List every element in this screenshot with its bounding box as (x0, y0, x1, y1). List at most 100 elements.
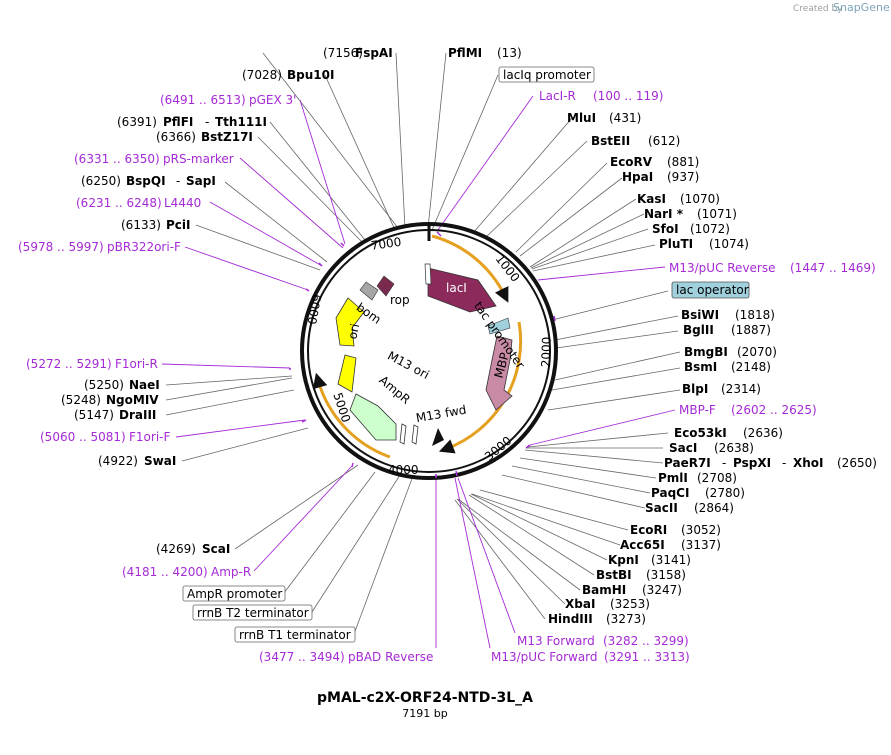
m13-ori-label: M13 ori (385, 348, 431, 382)
paqci-pos: (2780) (705, 486, 745, 500)
ampr-promoter-label: AmpR promoter (187, 587, 282, 601)
ngomiv-label[interactable]: NgoMIV (106, 393, 159, 407)
bsmi-label[interactable]: BsmI (684, 360, 717, 374)
hindiii-label[interactable]: HindIII (548, 612, 593, 626)
sacii-label[interactable]: SacII (645, 501, 678, 515)
pfimi-label[interactable]: PflMI (448, 46, 482, 60)
pbr322-label[interactable]: pBR322ori-F (107, 240, 181, 254)
pmli-label[interactable]: PmlI (658, 471, 688, 485)
ampr-label: AmpR (376, 373, 412, 407)
bpu10i-label[interactable]: Bpu10I (287, 68, 334, 82)
ecorv-label[interactable]: EcoRV (610, 155, 653, 169)
eco53ki-label[interactable]: Eco53kI (674, 426, 727, 440)
pbad-rev-label[interactable]: pBAD Reverse (348, 650, 433, 664)
bspqi-label[interactable]: BspQI (126, 174, 166, 188)
xhoi-label[interactable]: XhoI (793, 456, 824, 470)
tick-4000: 4000 (388, 463, 419, 477)
lac-operator-box[interactable] (671, 281, 750, 299)
ori-feature[interactable] (335, 297, 365, 347)
pgex3-label[interactable]: pGEX 3' (249, 93, 296, 107)
rrnb-t2-box[interactable] (192, 604, 313, 621)
kpni-label[interactable]: KpnI (608, 553, 639, 567)
bsteii-label[interactable]: BstEII (591, 134, 630, 148)
laciq-promoter-label: lacIq promoter (503, 68, 591, 82)
lac-operator-feature[interactable] (487, 317, 511, 335)
sacii-pos: (2864) (694, 501, 734, 515)
plasmid-length: 7191 bp (402, 707, 447, 720)
fspai-pos: (7156) (323, 46, 363, 60)
f1ori-f-label[interactable]: F1ori-F (129, 430, 170, 444)
draiii-label[interactable]: DraIII (119, 408, 156, 422)
tick-7000: 7000 (370, 235, 402, 253)
paqci-label[interactable]: PaqCI (651, 486, 689, 500)
l4440-label[interactable]: L4440 (164, 196, 201, 210)
m13puc-fwd-label[interactable]: M13/pUC Forward (491, 650, 598, 664)
amp-r-pos: (4181 .. 4200) (122, 565, 208, 579)
rrnb-t2-feature[interactable] (399, 423, 407, 445)
eco53ki-pos: (2636) (743, 426, 783, 440)
rop-feature[interactable] (376, 275, 395, 297)
snapgene-logo: SnapGene (833, 1, 890, 14)
rrnb-t1-feature[interactable] (411, 424, 419, 445)
m13-ori-feature[interactable] (337, 354, 357, 393)
paer7i-label[interactable]: PaeR7I (664, 456, 711, 470)
ampr-feature[interactable] (349, 393, 397, 441)
laci-feature[interactable] (427, 267, 497, 313)
fspai-label[interactable]: FspAI (355, 46, 393, 60)
bpu10i-pos: (7028) (242, 68, 282, 82)
ampr-promoter-box[interactable] (182, 585, 286, 602)
bmgbi-label[interactable]: BmgBI (684, 345, 728, 359)
amp-r-label[interactable]: Amp-R (211, 565, 251, 579)
scai-label[interactable]: ScaI (202, 542, 230, 556)
rrnb-t1-box[interactable] (234, 626, 356, 643)
ecori-label[interactable]: EcoRI (630, 523, 667, 537)
leader-lines (165, 52, 681, 635)
bsiwi-label[interactable]: BsiWI (681, 308, 719, 322)
acc65i-label[interactable]: Acc65I (620, 538, 665, 552)
pfimi-pos: (13) (497, 46, 522, 60)
blpi-label[interactable]: BlpI (682, 382, 708, 396)
laci-r-pos: (100 .. 119) (593, 89, 663, 103)
bom-label: bom (354, 300, 384, 327)
laci-r-label[interactable]: LacI-R (539, 89, 576, 103)
hpai-label[interactable]: HpaI (622, 170, 653, 184)
sfoi-label[interactable]: SfoI (652, 222, 679, 236)
laciq-promoter-feature[interactable] (424, 263, 432, 285)
prs-marker-label[interactable]: pRS-marker (163, 152, 234, 166)
pcii-label[interactable]: PciI (166, 218, 191, 232)
xbai-label[interactable]: XbaI (565, 597, 595, 611)
bstz17i-label[interactable]: BstZ17I (201, 130, 253, 144)
pflfi-label[interactable]: PflFI (163, 115, 193, 129)
rop-label: rop (390, 293, 410, 307)
pluti-label[interactable]: PluTI (659, 237, 693, 251)
pspxi-label[interactable]: PspXI (733, 456, 771, 470)
f1ori-f-pos: (5060 .. 5081) (40, 430, 126, 444)
saci-label[interactable]: SacI (669, 441, 697, 455)
f1ori-r-pos: (5272 .. 5291) (26, 357, 112, 371)
mbp-feature[interactable] (485, 335, 513, 411)
kasi-label[interactable]: KasI (637, 192, 666, 206)
m13-fwd-label: M13 fwd (415, 403, 468, 426)
bsiwi-pos: (1818) (735, 308, 775, 322)
bom-feature[interactable] (359, 281, 379, 301)
laciq-promoter-box[interactable] (498, 66, 595, 83)
ori-label: ori (345, 322, 362, 340)
naei-pos: (5250) (84, 378, 124, 392)
hindiii-pos: (3273) (606, 612, 646, 626)
nari-label[interactable]: NarI * (644, 207, 684, 221)
swai-label[interactable]: SwaI (144, 454, 176, 468)
pbad-rev-pos: (3477 .. 3494) (259, 650, 345, 664)
bglii-label[interactable]: BglII (683, 323, 714, 337)
paer7i-dash: - (722, 456, 726, 470)
tth111i-label[interactable]: Tth111I (215, 115, 267, 129)
f1ori-r-label[interactable]: F1ori-R (115, 357, 158, 371)
mbp-f-label[interactable]: MBP-F (679, 403, 716, 417)
m13puc-rev-label[interactable]: M13/pUC Reverse (669, 261, 776, 275)
m13-forward-label[interactable]: M13 Forward (517, 634, 595, 648)
naei-label[interactable]: NaeI (129, 378, 160, 392)
bamhi-label[interactable]: BamHI (582, 583, 626, 597)
bstbi-label[interactable]: BstBI (596, 568, 632, 582)
sapi-label[interactable]: SapI (186, 174, 216, 188)
mlui-label[interactable]: MluI (567, 111, 596, 125)
pflfi-dash: - (205, 115, 209, 129)
